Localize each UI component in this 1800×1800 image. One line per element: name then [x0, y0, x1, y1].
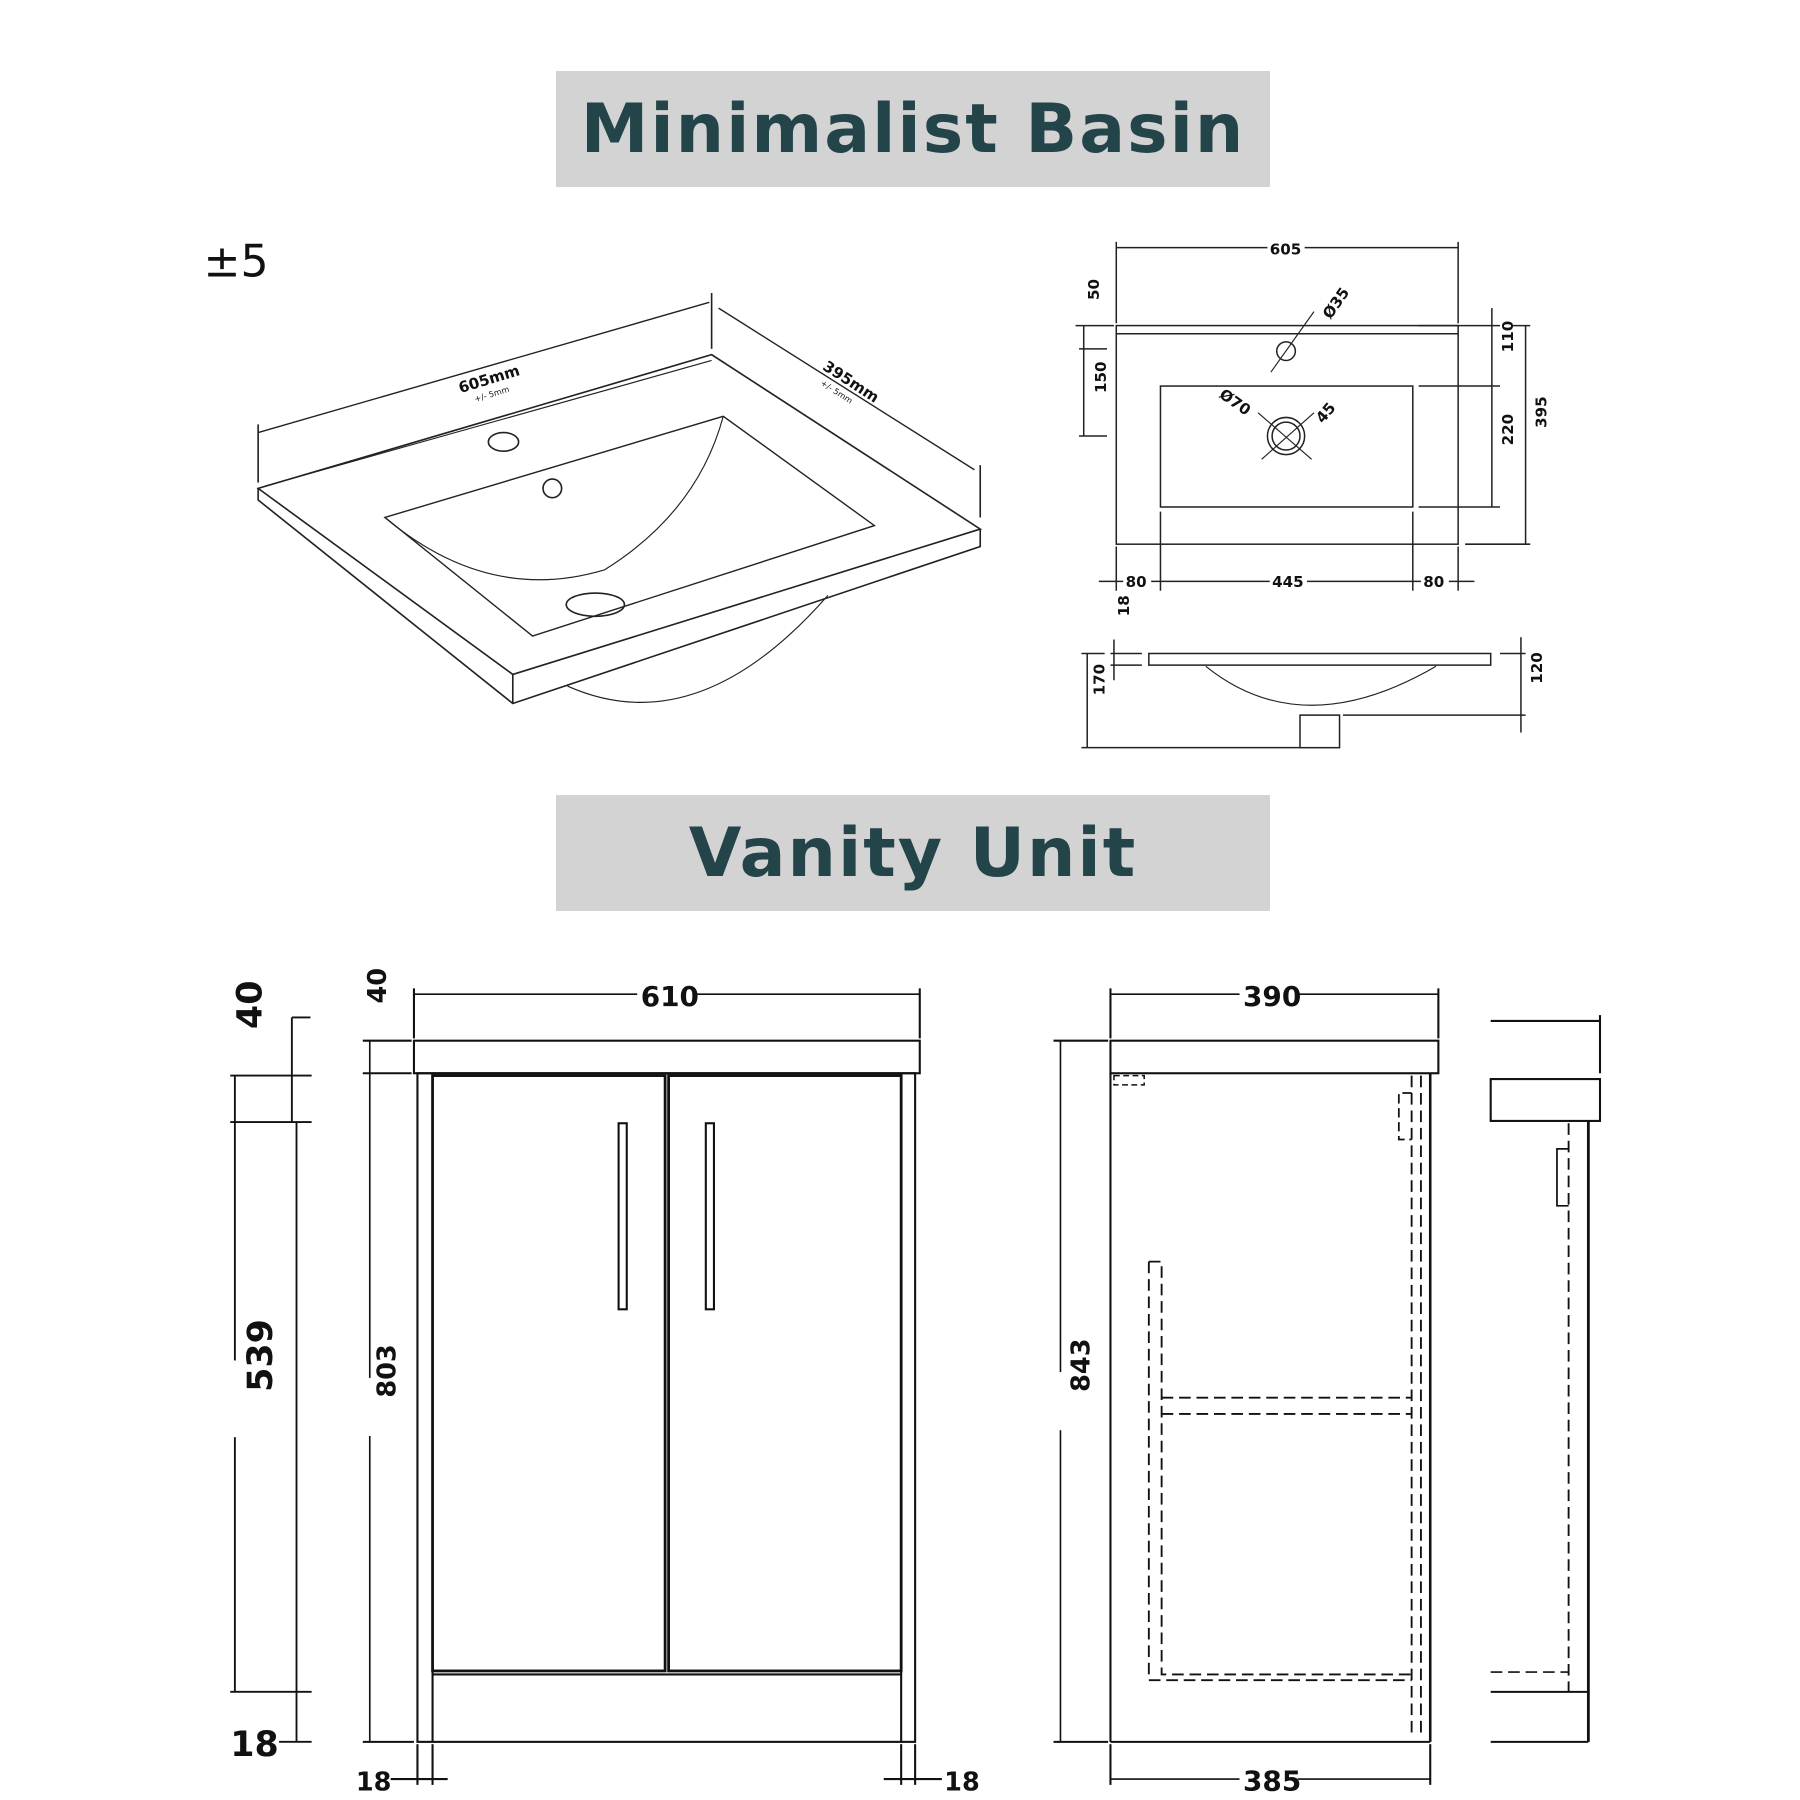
bowl-width-label: 445	[1272, 573, 1304, 591]
vanity-height-breakdown	[230, 1016, 312, 1743]
waste-diameter-label: Ø70	[1216, 385, 1254, 419]
slab-thickness-label: 18	[1115, 595, 1133, 616]
vanity-top-dim: 40	[231, 981, 271, 1030]
side-depth-top-label: 390	[1243, 980, 1301, 1013]
tolerance-label: ±5	[203, 237, 268, 288]
vanity-front-view	[362, 988, 942, 1785]
left-margin-label: 80	[1126, 573, 1147, 591]
vanity-height-label: 803	[372, 1344, 402, 1397]
front-to-bowl-label: 110	[1499, 321, 1517, 353]
vanity-door-dim: 539	[241, 1319, 281, 1392]
rim-depth-label: 50	[1085, 279, 1103, 300]
basin-section-title: Minimalist Basin	[580, 89, 1246, 169]
waste-inner-label: 45	[1312, 399, 1339, 427]
right-margin-label: 80	[1423, 573, 1444, 591]
vanity-plinth-dim: 18	[230, 1725, 279, 1765]
tap-offset-label: 150	[1092, 361, 1110, 393]
vanity-section-title: Vanity Unit	[688, 813, 1138, 893]
overall-depth-label: 395	[1533, 396, 1551, 428]
bowl-height-label: 120	[1528, 652, 1546, 684]
vanity-width-label: 610	[641, 980, 699, 1013]
left-panel-label: 18	[356, 1768, 392, 1798]
plan-width-label: 605	[1270, 241, 1302, 259]
basin-isometric-view: ±5	[203, 237, 983, 705]
vanity-side-view	[1053, 988, 1440, 1785]
vanity-top-thickness-label: 40	[363, 968, 393, 1004]
side-height-label-843: 843	[1067, 1338, 1097, 1391]
basin-side-view	[1081, 637, 1526, 749]
vanity-section-banner: Vanity Unit	[556, 795, 1270, 911]
basin-section-banner: Minimalist Basin	[556, 71, 1270, 187]
vanity-wall-profile	[1489, 1015, 1602, 1743]
bowl-depth-label: 220	[1499, 414, 1517, 446]
side-height-label: 170	[1091, 664, 1109, 696]
side-depth-bottom-label: 385	[1243, 1765, 1301, 1798]
right-panel-label: 18	[944, 1768, 980, 1798]
tap-hole-label: Ø35	[1319, 284, 1353, 322]
basin-plan-view	[1075, 241, 1531, 591]
